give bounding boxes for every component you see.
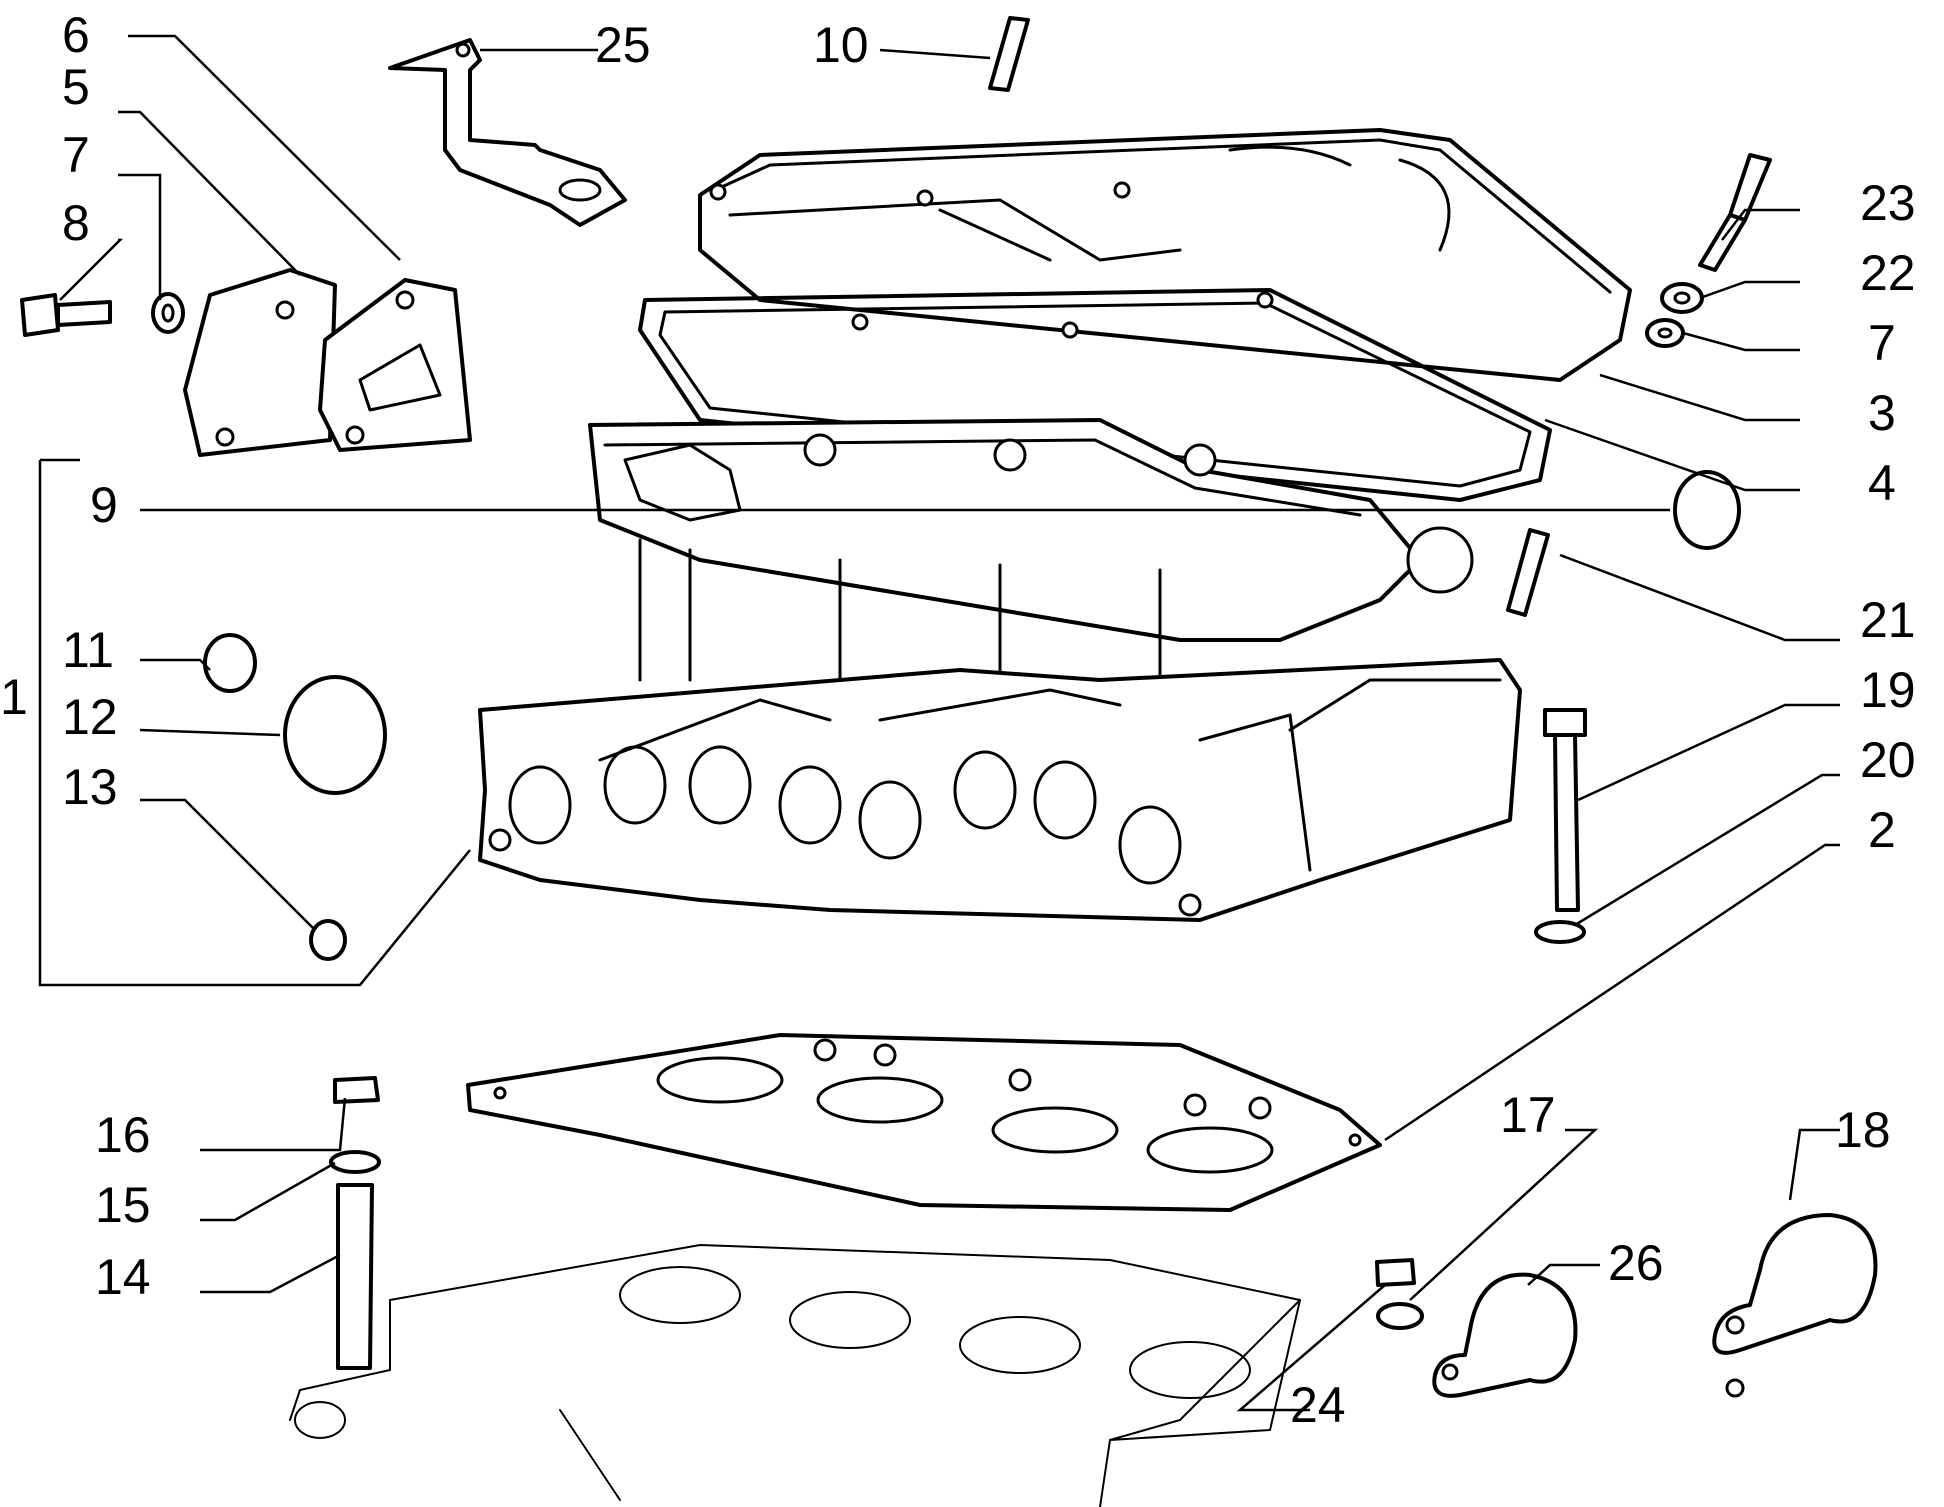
callout-7-right: 7 (1868, 315, 1896, 371)
callout-9: 9 (90, 477, 118, 533)
callout-11: 11 (62, 622, 114, 678)
clamp-26 (1432, 1272, 1578, 1398)
bolt-and-washer-left (20, 292, 185, 337)
cylinder-head (478, 658, 1522, 922)
callout-13: 13 (62, 759, 118, 815)
callout-16: 16 (95, 1107, 151, 1163)
rocker-cover-gasket (638, 288, 1552, 502)
manifold-section (588, 418, 1474, 702)
callout-22: 22 (1860, 245, 1916, 301)
callout-2: 2 (1868, 802, 1896, 858)
callout-10: 10 (813, 17, 869, 73)
callout-5: 5 (62, 59, 90, 115)
head-gasket (466, 1033, 1382, 1212)
leader-lines (38, 34, 1840, 1412)
bolt-19-washer-20 (1534, 708, 1587, 944)
nut-washer-24 (1375, 1258, 1424, 1330)
callout-7-left: 7 (62, 127, 90, 183)
callout-6: 6 (62, 7, 90, 63)
callout-18: 18 (1835, 1102, 1891, 1158)
bracket-25 (388, 38, 627, 227)
plugs-11-12-13 (203, 633, 387, 961)
callout-26: 26 (1608, 1235, 1664, 1291)
callout-1: 1 (0, 669, 28, 725)
callout-15: 15 (95, 1177, 151, 1233)
engine-block (289, 1244, 1301, 1507)
callout-3: 3 (1868, 385, 1896, 441)
clamp-18 (1712, 1213, 1878, 1398)
callout-21: 21 (1860, 592, 1916, 648)
stud-10 (988, 16, 1030, 92)
plug-9 (1673, 470, 1741, 550)
callout-4: 4 (1868, 455, 1896, 511)
callout-17: 17 (1500, 1087, 1556, 1143)
callout-24: 24 (1290, 1377, 1346, 1433)
callout-20: 20 (1860, 732, 1916, 788)
callout-12: 12 (62, 689, 118, 745)
stud-14-washer-15-nut-16 (329, 1076, 381, 1370)
stud-21 (1506, 528, 1550, 617)
callout-8: 8 (62, 195, 90, 251)
callout-19: 19 (1860, 662, 1916, 718)
callout-14: 14 (95, 1249, 151, 1305)
callout-23: 23 (1860, 175, 1916, 231)
callout-25: 25 (595, 17, 651, 73)
cover-plate-and-gasket (183, 268, 472, 457)
stud-23-washers (1645, 153, 1772, 348)
rocker-cover (698, 128, 1632, 382)
